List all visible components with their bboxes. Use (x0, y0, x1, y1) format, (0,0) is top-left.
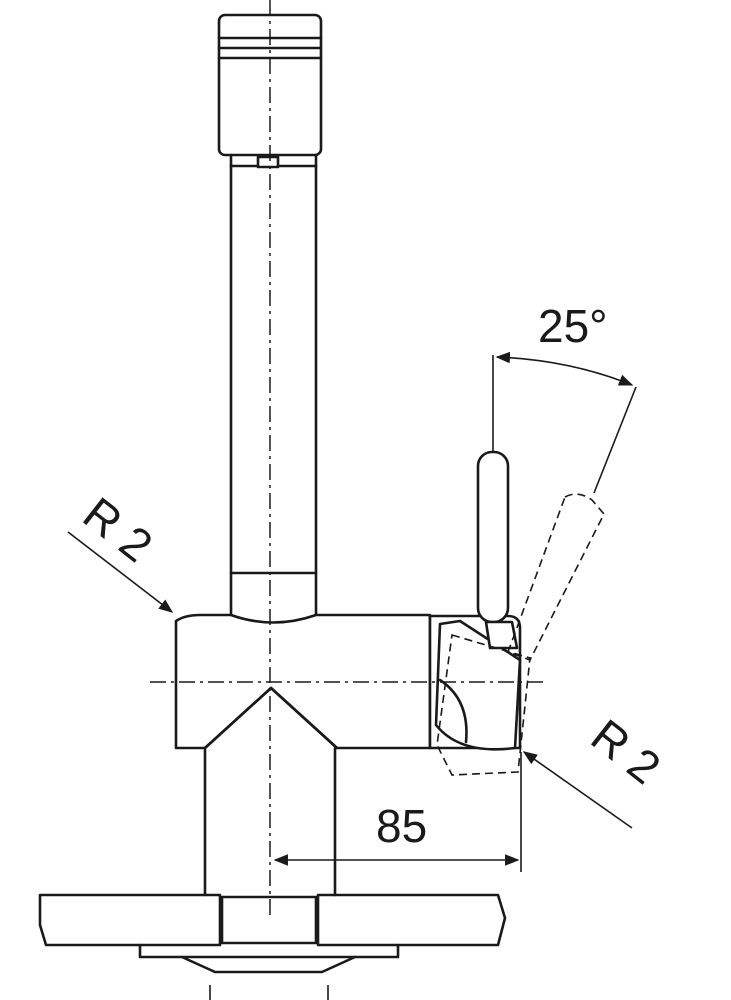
radius-label-right: R 2 (582, 709, 670, 794)
radius-dimension-left: R 2 (67, 487, 174, 613)
width-dimension: 85 (273, 752, 522, 872)
angle-dimension: 25° (492, 300, 637, 494)
center-lines (150, 0, 545, 920)
countertop (38, 893, 507, 947)
radius-dimension-right: R 2 (522, 709, 670, 829)
mounting-fixture (138, 943, 400, 1000)
lever-assembly (428, 450, 522, 751)
lever-tilted-outline (436, 493, 605, 776)
base-column (203, 746, 337, 897)
spout-tube (229, 163, 318, 620)
angle-label: 25° (538, 300, 608, 352)
width-label: 85 (376, 800, 427, 852)
radius-label-left: R 2 (74, 487, 162, 572)
